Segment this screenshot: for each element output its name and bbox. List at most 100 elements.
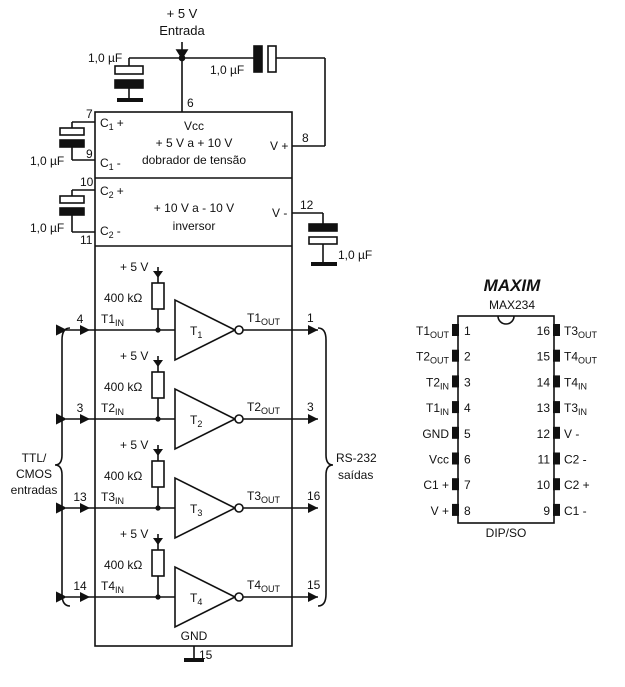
c1p-pin-number: 7 [86, 107, 93, 121]
pin-lead-icon [452, 452, 459, 465]
pin-name: V + [431, 504, 449, 518]
output-arrow-icon [308, 325, 318, 335]
vcc-arrow-icon [175, 49, 189, 60]
pullup-resistor-icon [151, 282, 165, 310]
pin-lead-icon [553, 401, 560, 414]
pin-name: Vcc [429, 453, 449, 467]
output-pin-number: 16 [307, 489, 321, 503]
c1m-pin-label: C1- [100, 156, 121, 172]
vcc-input-voltage: + 5 V [167, 6, 198, 21]
chip-ground-icon [184, 658, 204, 662]
doubler-range: + 5 V a + 10 V [156, 136, 233, 150]
pin-lead-icon [553, 478, 560, 491]
junction-dot [155, 594, 161, 600]
package-part: MAX234 [489, 298, 535, 312]
driver-gate-label: T2 [190, 413, 202, 429]
c2m-pin-number: 11 [80, 233, 93, 247]
pullup-resistor-icon [151, 460, 165, 488]
outputs-label-1: RS-232 [336, 451, 377, 465]
package-brand: MAXIM [484, 276, 542, 295]
supply-arrow-icon [153, 360, 163, 367]
pullup-resistor-icon [151, 371, 165, 399]
pin-name: T3IN [564, 401, 587, 417]
output-pin-label: T3OUT [247, 489, 281, 505]
pin-lead-icon [452, 426, 459, 439]
supply-label: + 5 V [120, 349, 148, 363]
inputs-label-1: TTL/ [22, 451, 47, 465]
input-cap-value: 1,0 µF [88, 51, 122, 65]
pin-name: C1 - [564, 504, 587, 518]
input-arrow-icon [80, 325, 90, 335]
input-brace [54, 327, 71, 607]
supply-label: + 5 V [120, 260, 148, 274]
supply-label: + 5 V [120, 438, 148, 452]
input-pin-label: T3IN [101, 490, 124, 506]
doubler-vcc: Vcc [184, 119, 204, 133]
c1-cap-value: 1,0 µF [30, 154, 64, 168]
pin-number: 9 [543, 504, 550, 518]
pin-lead-icon [553, 452, 560, 465]
inputs-label-2: CMOS [16, 467, 52, 481]
pin-number: 15 [537, 350, 551, 364]
pin-name: T2IN [426, 375, 449, 391]
pin-name: T3OUT [564, 324, 598, 340]
pin-lead-icon [452, 503, 459, 516]
c2m-pin-label: C2- [100, 224, 121, 240]
vplus-cap-value: 1,0 µF [210, 63, 244, 77]
driver-gate-icon [174, 298, 237, 362]
pin-name: T2OUT [416, 350, 450, 366]
pin-lead-icon [452, 375, 459, 388]
c1-capacitor-icon [59, 127, 85, 136]
inverter-label: inversor [173, 219, 216, 233]
pin-lead-icon [553, 324, 560, 336]
inverter-bubble-icon [234, 325, 244, 335]
outputs-label-2: saídas [338, 468, 373, 482]
output-arrow-icon [308, 414, 318, 424]
input-arrow-icon [80, 592, 90, 602]
c1m-pin-number: 9 [86, 147, 93, 161]
inverter-bubble-icon [234, 592, 244, 602]
pin-number: 4 [464, 401, 471, 415]
c2p-pin-label: C2+ [100, 184, 124, 200]
package-pin-9: 9 C1 - [543, 503, 587, 518]
driver-gate-label: T4 [190, 591, 202, 607]
output-pin-number: 3 [307, 400, 314, 414]
supply-arrow-icon [153, 538, 163, 545]
doubler-label: dobrador de tensão [142, 153, 246, 167]
pin-lead-icon [452, 324, 459, 336]
input-pin-number: 13 [73, 490, 87, 504]
supply-arrow-icon [153, 449, 163, 456]
pin-name: C1 + [423, 478, 449, 492]
input-pin-number: 4 [77, 312, 84, 326]
package-pin-8: V +8 [431, 503, 471, 518]
output-pin-number: 1 [307, 311, 314, 325]
vminus-capacitor-icon [308, 223, 338, 232]
input-pin-label: T4IN [101, 579, 124, 595]
vplus-pin-label: V + [270, 139, 288, 153]
inverter-range: + 10 V a - 10 V [154, 201, 234, 215]
vplus-pin-number: 8 [302, 131, 309, 145]
pin-name: T4IN [564, 375, 587, 391]
junction-dot [155, 416, 161, 422]
inverter-bubble-icon [234, 503, 244, 513]
pin-lead-icon [553, 375, 560, 388]
output-brace [317, 327, 334, 607]
c2-cap-value: 1,0 µF [30, 221, 64, 235]
dip-package-body [457, 315, 555, 524]
input-pin-label: T1IN [101, 312, 124, 328]
pin-lead-icon [553, 503, 560, 516]
input-arrow-icon [80, 414, 90, 424]
inverter-bubble-icon [234, 414, 244, 424]
